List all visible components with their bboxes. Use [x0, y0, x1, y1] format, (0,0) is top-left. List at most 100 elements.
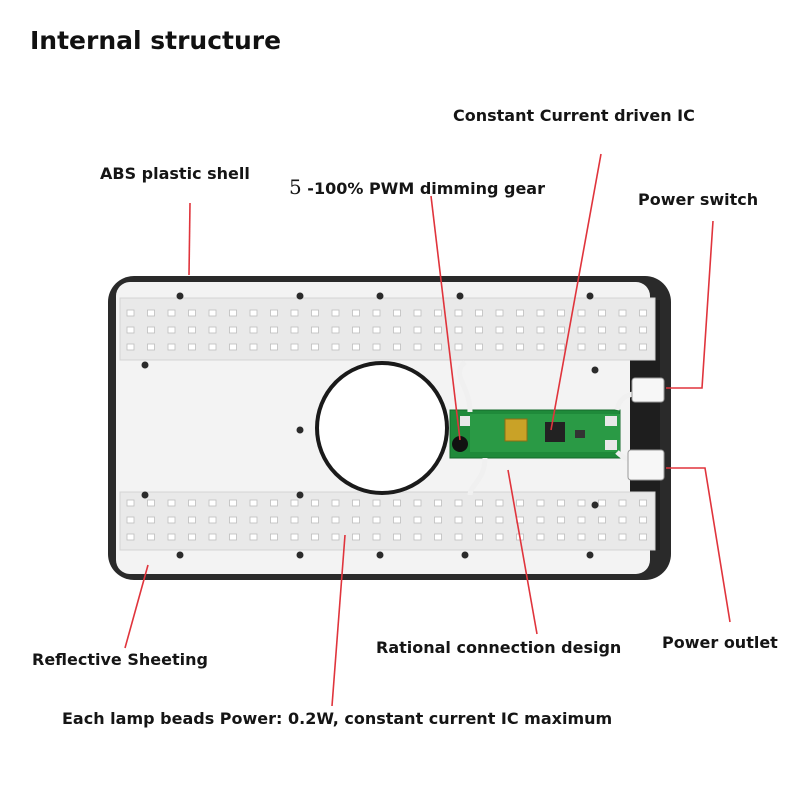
terminal-left [460, 416, 470, 426]
led-bead [536, 343, 545, 351]
led-bead [557, 516, 565, 524]
wire-top-left [457, 360, 473, 413]
led-bead [352, 309, 360, 317]
led-bead [516, 343, 524, 351]
led-bead [434, 326, 442, 334]
led-bead [167, 499, 176, 507]
led-bead [229, 499, 237, 507]
led-bead [639, 516, 647, 524]
led-bead [434, 309, 442, 317]
leader-constant-current [550, 153, 602, 431]
led-bead [536, 326, 545, 334]
led-bead [413, 516, 422, 524]
led-bead [475, 499, 483, 507]
led-bead [331, 516, 340, 524]
led-bead [393, 533, 401, 541]
led-bead [598, 309, 606, 317]
led-bead [434, 533, 442, 541]
led-bead [454, 533, 463, 541]
led-bead [372, 533, 381, 541]
led-bead [618, 343, 627, 351]
led-bead [495, 499, 504, 507]
led-bead [516, 326, 524, 334]
label-lamp-beads: Each lamp beads Power: 0.2W, constant cu… [62, 709, 613, 728]
leader-rational [507, 469, 538, 635]
led-bead [229, 309, 237, 317]
label-abs-shell: ABS plastic shell [100, 164, 250, 183]
led-bead [475, 326, 483, 334]
led-bead [208, 499, 217, 507]
led-bead [372, 499, 381, 507]
led-bead [352, 499, 360, 507]
screw [591, 366, 599, 374]
led-bead [393, 499, 401, 507]
led-bead [516, 309, 524, 317]
led-strip-top [119, 297, 656, 361]
center-ring [315, 361, 449, 495]
led-bead [577, 309, 586, 317]
led-bead [618, 533, 627, 541]
led-bead [229, 326, 237, 334]
led-bead [290, 499, 299, 507]
screw [176, 292, 184, 300]
led-bead [536, 309, 545, 317]
pwm-knob [452, 436, 468, 452]
led-bead [639, 343, 647, 351]
led-bead [557, 343, 565, 351]
led-bead [393, 343, 401, 351]
led-bead [475, 533, 483, 541]
led-bead [413, 309, 422, 317]
led-bead [413, 499, 422, 507]
led-bead [618, 516, 627, 524]
led-bead [577, 533, 586, 541]
led-bead [290, 309, 299, 317]
led-bead [167, 533, 176, 541]
led-bead [147, 309, 155, 317]
led-bead [270, 326, 278, 334]
led-bead [413, 533, 422, 541]
led-bead [331, 499, 340, 507]
led-bead [598, 343, 606, 351]
label-pwm-dimming: 5 -100% PWM dimming gear [289, 177, 545, 199]
led-bead [290, 516, 299, 524]
led-bead [188, 309, 196, 317]
constant-current-ic-chip [545, 422, 565, 442]
led-bead [454, 516, 463, 524]
led-bead [188, 533, 196, 541]
led-bead [126, 343, 135, 351]
led-bead [639, 533, 647, 541]
screw [141, 361, 149, 369]
screw [456, 292, 464, 300]
led-bead [270, 343, 278, 351]
screw [376, 292, 384, 300]
led-bead [557, 309, 565, 317]
label-constant-current-ic: Constant Current driven IC [453, 106, 695, 125]
led-bead [434, 343, 442, 351]
led-bead [188, 499, 196, 507]
led-bead [208, 533, 217, 541]
led-bead [577, 343, 586, 351]
led-bead [208, 343, 217, 351]
led-bead [454, 309, 463, 317]
led-bead [536, 533, 545, 541]
screw [296, 292, 304, 300]
led-bead [352, 533, 360, 541]
leader-lines [124, 153, 731, 707]
led-bead [147, 533, 155, 541]
led-bead [249, 309, 258, 317]
screw [141, 491, 149, 499]
led-bead [577, 499, 586, 507]
led-bead [249, 343, 258, 351]
led-bead [126, 309, 135, 317]
screw [176, 551, 184, 559]
led-strip-bottom [119, 491, 656, 551]
led-bead [393, 326, 401, 334]
screw [591, 501, 599, 509]
led-bead [352, 343, 360, 351]
led-bead [475, 343, 483, 351]
led-bead [147, 326, 155, 334]
leader-abs-shell [188, 202, 191, 276]
led-bead [495, 516, 504, 524]
led-beads-top [126, 309, 647, 351]
led-bead [311, 516, 319, 524]
